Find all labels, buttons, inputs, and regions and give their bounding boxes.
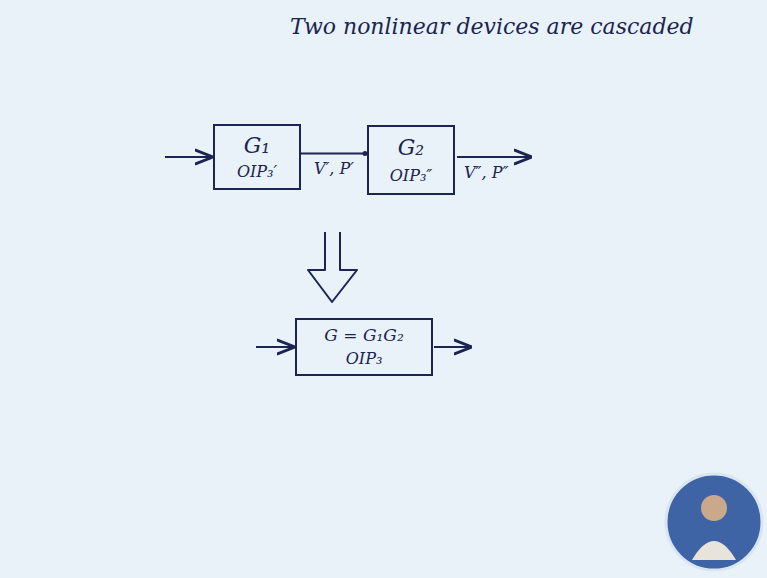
video-inset-figure bbox=[701, 495, 727, 521]
intercept-label: OIP₃″ bbox=[390, 167, 433, 185]
gain-label: G₂ bbox=[398, 135, 424, 160]
video-inset bbox=[666, 474, 762, 570]
output-arrow bbox=[457, 156, 530, 158]
gain-label: G = G₁G₂ bbox=[324, 326, 403, 346]
output-arrow bbox=[434, 346, 470, 348]
intercept-label: OIP₃ bbox=[346, 350, 383, 368]
process-box: G₁ OIP₃′ bbox=[213, 124, 301, 190]
signal-line bbox=[301, 153, 367, 155]
process-box: G₂ OIP₃″ bbox=[367, 125, 455, 195]
input-arrow bbox=[165, 156, 211, 158]
title: Two nonlinear devices are cascaded bbox=[290, 14, 694, 40]
signal-label: V′, P′ bbox=[312, 159, 356, 178]
video-inset-figure bbox=[692, 541, 736, 560]
intercept-label: OIP₃′ bbox=[237, 163, 277, 181]
input-arrow bbox=[256, 346, 293, 348]
signal-label: V″, P″ bbox=[462, 163, 510, 182]
gain-label: G₁ bbox=[244, 133, 270, 158]
process-box: G = G₁G₂ OIP₃ bbox=[295, 318, 433, 376]
equivalence-arrow bbox=[308, 232, 357, 302]
